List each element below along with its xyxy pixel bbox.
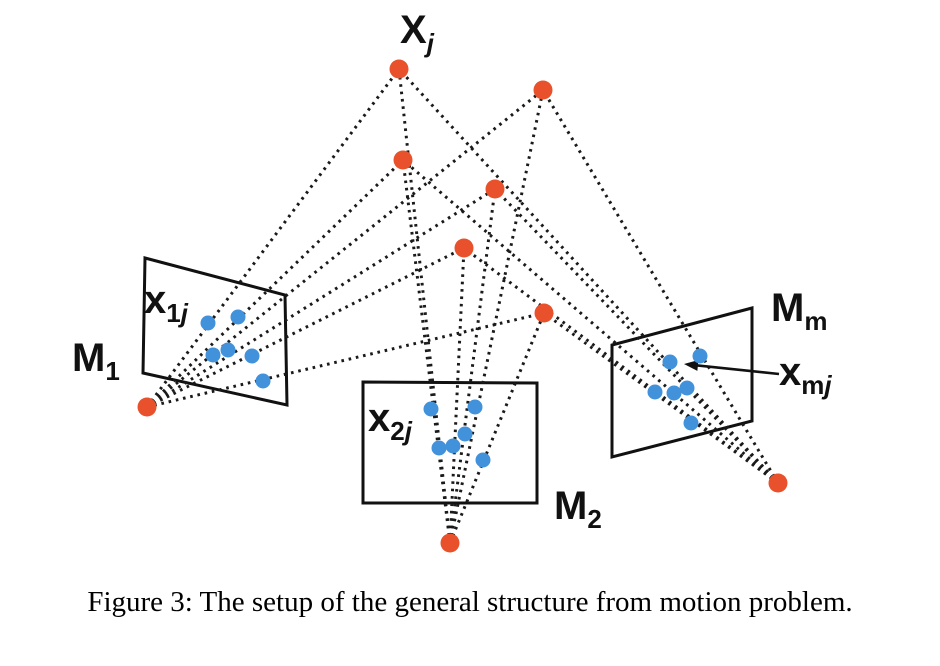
projection-line-m-0 [397,67,780,485]
label-image-points-x2j: x2j [368,396,412,444]
image-point-m-2 [647,384,663,400]
projection-line-1-2 [145,158,405,409]
projection-line-1-0 [145,68,401,408]
image-point-1-3 [220,342,236,358]
label-image-points-x2j-main: x [368,396,391,440]
image-point-2-4 [445,438,461,454]
world-point-2 [393,150,413,170]
label-camera-Mm: Mm [771,286,827,334]
image-point-1-1 [230,309,246,325]
label-camera-M1-subscript: 1 [105,356,120,386]
projection-line-2-3 [448,188,497,544]
label-image-points-xmj-main: x [779,350,802,394]
world-point-1 [533,80,553,100]
label-camera-Mm-subscript: m [804,306,828,336]
image-point-1-0 [200,315,216,331]
camera-center-1 [137,397,157,417]
label-camera-M2-subscript: 2 [587,504,602,534]
image-point-m-0 [692,348,708,364]
image-point-2-2 [457,426,473,442]
label-world-point-Xj: Xj [400,8,434,56]
label-image-points-x2j-subscript: 2 [390,416,405,446]
label-world-point-Xj-subscript-italic: j [426,28,434,58]
projection-line-m-2 [402,158,779,485]
projection-line-m-4 [463,246,779,485]
label-image-points-xmj-subscript-italic: j [824,370,832,400]
sfm-diagram [137,59,788,553]
projection-line-m-5 [543,311,779,485]
world-point-3 [485,179,505,199]
projection-line-1-1 [146,88,544,409]
label-image-points-x1j-main: x [144,278,167,322]
label-image-points-xmj-subscript: m [801,370,825,400]
world-point-0 [389,59,409,79]
projection-line-2-1 [448,89,545,544]
label-image-points-x1j-subscript: 1 [166,298,181,328]
image-point-1-2 [205,347,221,363]
label-camera-M2-main: M [554,484,588,528]
image-point-m-4 [679,380,695,396]
image-plane-2 [361,380,539,505]
label-camera-M1-main: M [72,336,106,380]
label-image-points-x1j: x1j [144,278,188,326]
projection-line-2-4 [448,247,466,544]
label-camera-M2: M2 [554,484,602,532]
label-image-points-xmj: xmj [779,350,832,398]
image-plane-1 [141,256,289,407]
xmj-arrow-line [694,363,780,376]
camera-center-2 [440,533,460,553]
image-plane-m [610,306,754,459]
projection-line-2-2 [401,159,452,544]
label-image-points-x1j-subscript-italic: j [180,298,188,328]
image-point-1-4 [244,348,260,364]
image-point-1-5 [255,373,271,389]
projection-line-m-1 [541,89,780,484]
world-point-4 [454,238,474,258]
image-point-2-0 [423,401,439,417]
figure-caption: Figure 3: The setup of the general struc… [87,586,853,618]
image-point-2-3 [431,440,447,456]
camera-center-m [768,473,788,493]
label-camera-M1: M1 [72,336,120,384]
image-point-2-1 [467,399,483,415]
projection-line-1-3 [146,187,496,409]
image-point-m-5 [683,415,699,431]
image-point-m-1 [662,354,678,370]
image-point-2-5 [475,452,491,468]
label-camera-Mm-main: M [771,286,805,330]
label-world-point-Xj-main: X [400,8,427,52]
projection-line-2-0 [397,68,452,544]
image-point-m-3 [666,385,682,401]
projection-line-1-5 [146,311,545,409]
world-point-5 [534,303,554,323]
projection-line-m-3 [493,187,780,485]
label-image-points-x2j-subscript-italic: j [404,416,412,446]
xmj-arrow-head [684,359,699,371]
